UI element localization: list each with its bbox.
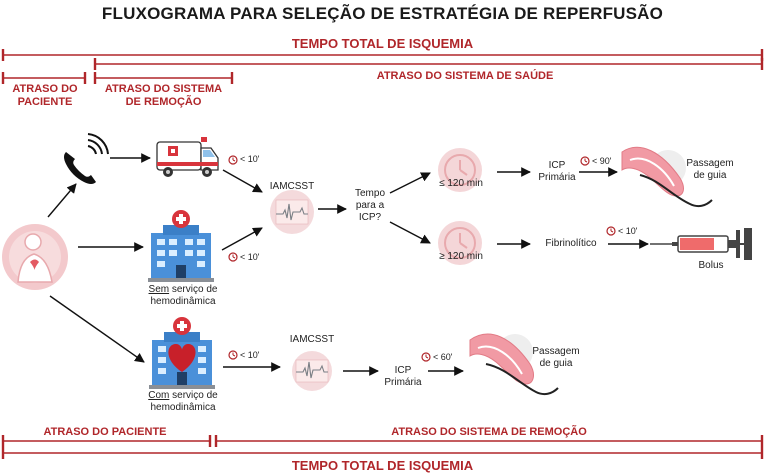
timer-icon-icp-top (580, 156, 590, 166)
time-fibrinolytic: < 10' (618, 226, 638, 236)
arrow-decision-le120 (389, 172, 431, 194)
le120-label: ≤ 120 min (439, 178, 483, 189)
icp-top-line1: ICP (548, 160, 566, 171)
timer-icon-icp-bottom (421, 352, 431, 362)
passage-bottom-label: Passagem de guia (526, 346, 586, 370)
decision-label: Tempo para a ICP? (348, 188, 392, 224)
arrow-ambulance-ecg (222, 169, 263, 193)
delay-patient-top-line2: PACIENTE (17, 96, 73, 108)
hospital-without-icon (148, 210, 214, 282)
ge120-label: ≥ 120 min (439, 251, 483, 262)
bolus-label: Bolus (698, 260, 724, 271)
syringe-icon (650, 228, 752, 260)
total-ischemia-bottom: TEMPO TOTAL DE ISQUEMIA (291, 458, 474, 473)
phone-icon (64, 133, 109, 184)
clock-large-icon-bottom (438, 221, 482, 265)
delay-patient-bottom: ATRASO DO PACIENTE (43, 426, 167, 438)
hospital-with-icon (149, 317, 215, 389)
hospital-without-rest: serviço de (169, 284, 218, 295)
ambulance-icon (156, 137, 219, 177)
timer-icon-hospital-with (228, 350, 238, 360)
timer-icon-fibrinolytic (606, 226, 616, 236)
ecg-icon-bottom (292, 351, 332, 391)
icp-bottom-label: ICP Primária (378, 365, 428, 389)
arrow-patient-hospital-with (49, 295, 145, 363)
timer-icon-hospital-without (228, 252, 238, 262)
ecg-icon-top (270, 190, 314, 234)
iamcsst-top-label: IAMCSST (269, 181, 315, 192)
passage-bottom-line2: de guia (539, 358, 573, 369)
time-ambulance: < 10' (240, 154, 260, 164)
arrow-hospital-ecg (221, 227, 263, 251)
flow-arrows (47, 153, 649, 376)
time-icp-bottom: < 60' (433, 352, 453, 362)
artery-guidewire-icon-bottom (469, 333, 559, 396)
passage-top-line2: de guia (693, 170, 727, 181)
patient-icon (2, 224, 68, 290)
arrow-patient-phone (47, 183, 77, 218)
delay-removal-bottom: ATRASO DO SISTEMA DE REMOÇÃO (391, 426, 587, 438)
iamcsst-bottom-label: IAMCSST (289, 334, 335, 345)
hospital-without-line2: hemodinâmica (150, 296, 216, 307)
delay-removal-top-line1: ATRASO DO SISTEMA (104, 83, 223, 95)
hospital-with-line2: hemodinâmica (150, 402, 216, 413)
time-hospital-without: < 10' (240, 252, 260, 262)
timer-icon-ambulance (228, 155, 238, 165)
delay-patient-top: ATRASO DO PACIENTE (0, 83, 90, 109)
hospital-without-line1: Sem serviço de (140, 284, 226, 296)
delay-health-system: ATRASO DO SISTEMA DE SAÚDE (376, 70, 554, 82)
total-ischemia-top: TEMPO TOTAL DE ISQUEMIA (291, 36, 474, 51)
passage-top-label: Passagem de guia (680, 158, 740, 182)
hospital-with-label: Com serviço de hemodinâmica (140, 390, 226, 414)
delay-patient-top-line1: ATRASO DO (12, 83, 78, 95)
icp-top-label: ICP Primária (532, 160, 582, 184)
clock-large-icon-top (438, 148, 482, 192)
hospital-without-label: Sem serviço de hemodinâmica (140, 284, 226, 308)
hospital-with-emphasis: Com (148, 390, 170, 401)
icp-bottom-line2: Primária (384, 377, 422, 388)
arrow-decision-ge120 (389, 221, 431, 244)
delay-removal-top: ATRASO DO SISTEMA DE REMOÇÃO (92, 83, 235, 109)
hospital-with-line1: Com serviço de (140, 390, 226, 402)
time-icp-top: < 90' (592, 156, 612, 166)
passage-bottom-line1: Passagem (532, 346, 580, 357)
artery-guidewire-icon-top (621, 146, 713, 208)
decision-line3: ICP? (358, 212, 382, 223)
icp-top-line2: Primária (538, 172, 576, 183)
hospital-without-emphasis: Sem (148, 284, 170, 295)
passage-top-line1: Passagem (686, 158, 734, 169)
time-hospital-with: < 10' (240, 350, 260, 360)
icp-bottom-line1: ICP (394, 365, 412, 376)
hospital-with-rest: serviço de (169, 390, 218, 401)
fibrinolytic-label: Fibrinolítico (545, 238, 597, 249)
delay-removal-top-line2: DE REMOÇÃO (125, 96, 202, 108)
decision-line2: para a (355, 200, 385, 211)
page-title: FLUXOGRAMA PARA SELEÇÃO DE ESTRATÉGIA DE… (101, 4, 664, 23)
decision-line1: Tempo (354, 188, 385, 199)
